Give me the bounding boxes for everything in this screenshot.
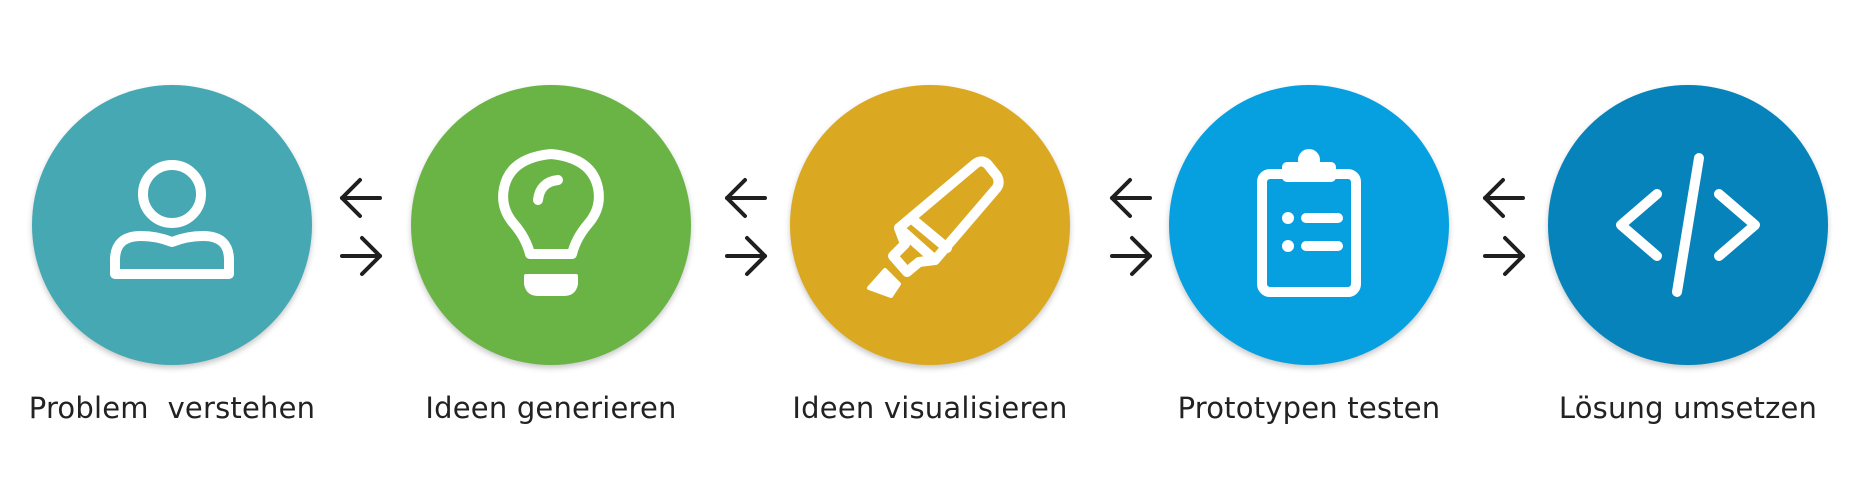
bidirectional-arrows-1 <box>336 174 386 276</box>
arrow-right-icon <box>1110 236 1152 276</box>
step-label: Problem verstehen <box>28 391 316 425</box>
bidirectional-arrows-3 <box>1106 174 1156 276</box>
step-circle <box>1548 85 1828 365</box>
step-prototypen-testen: Prototypen testen <box>1169 85 1449 425</box>
arrow-left-icon <box>1110 178 1152 218</box>
arrow-right-icon <box>1483 236 1525 276</box>
step-label: Prototypen testen <box>1177 391 1441 425</box>
clipboard-icon <box>1257 149 1361 297</box>
highlighter-icon <box>867 156 1004 298</box>
arrow-left-icon <box>1483 178 1525 218</box>
step-label: Ideen visualisieren <box>792 391 1068 425</box>
bidirectional-arrows-2 <box>721 174 771 276</box>
step-loesung-umsetzen: Lösung umsetzen <box>1548 85 1828 425</box>
arrow-right-icon <box>340 236 382 276</box>
bidirectional-arrows-4 <box>1479 174 1529 276</box>
step-label: Ideen generieren <box>425 391 677 425</box>
step-circle <box>1169 85 1449 365</box>
lightbulb-icon <box>498 149 604 296</box>
arrow-left-icon <box>725 178 767 218</box>
step-circle <box>32 85 312 365</box>
arrow-right-icon <box>725 236 767 276</box>
step-label: Lösung umsetzen <box>1558 391 1818 425</box>
step-ideen-visualisieren: Ideen visualisieren <box>790 85 1070 425</box>
step-problem-verstehen: Problem verstehen <box>29 85 315 425</box>
user-icon <box>110 160 234 279</box>
step-ideen-generieren: Ideen generieren <box>411 85 691 425</box>
step-circle <box>790 85 1070 365</box>
arrow-left-icon <box>340 178 382 218</box>
step-circle <box>411 85 691 365</box>
code-icon <box>1616 153 1760 297</box>
